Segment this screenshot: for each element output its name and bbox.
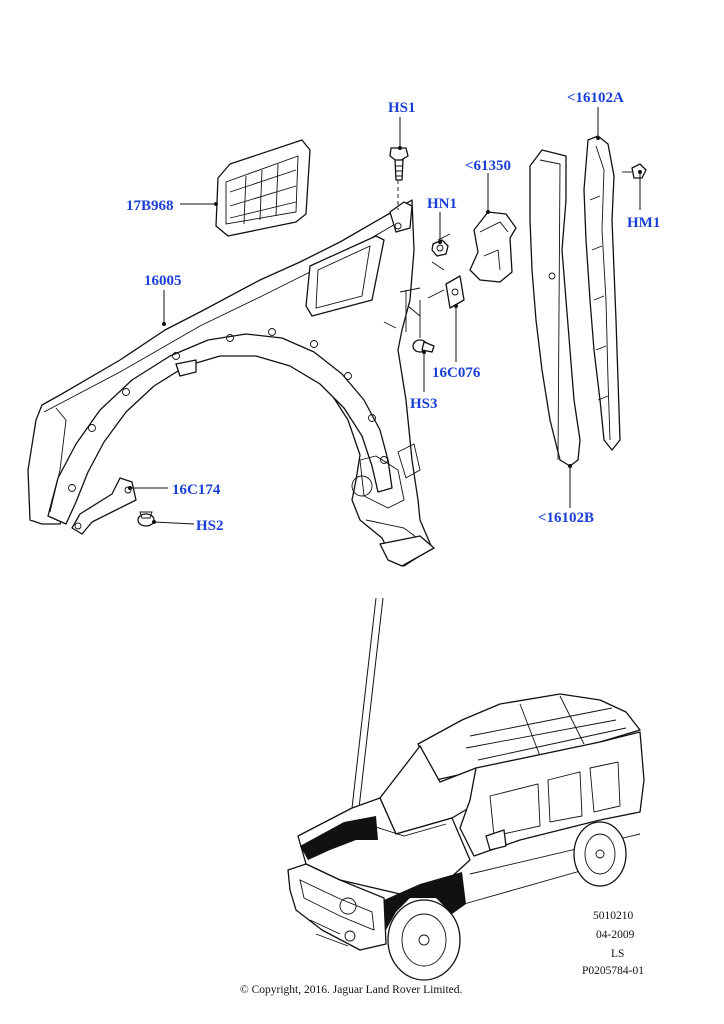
- bracket-61350: [469, 211, 517, 283]
- label-hm1: HM1: [627, 215, 660, 231]
- bracket-16c174: [71, 477, 137, 535]
- diagram-date: 04-2009: [596, 929, 635, 941]
- nut-hn1: [431, 239, 449, 257]
- label-16c174: 16C174: [172, 482, 221, 498]
- label-hn1: HN1: [427, 196, 457, 212]
- front-wheel: [387, 899, 461, 981]
- diagram-reference: P0205784-01: [582, 965, 644, 977]
- clip-16c076: [445, 275, 465, 309]
- screw-hs1: [389, 147, 409, 181]
- label-61350: <61350: [465, 158, 511, 174]
- seal-16102b: [529, 149, 581, 467]
- diagram-side: LS: [611, 948, 624, 960]
- vehicle-illustration: [287, 693, 645, 981]
- screw-hs2: [137, 511, 155, 527]
- clip-hm1: [622, 163, 647, 179]
- screw-hs3: [412, 339, 435, 353]
- label-16102b: <16102B: [538, 510, 594, 526]
- assembly-guide-lines: [383, 180, 451, 338]
- label-17b968: 17B968: [126, 198, 174, 214]
- side-vent-grille: [215, 139, 311, 237]
- label-16102a: <16102A: [567, 90, 624, 106]
- arch-fixing-holes: [68, 328, 388, 492]
- label-hs1: HS1: [388, 100, 416, 116]
- fender-panel: [27, 199, 435, 567]
- diagram-code: 5010210: [593, 910, 634, 922]
- location-pointer: [351, 597, 384, 809]
- leader-lines: [128, 107, 642, 525]
- label-16c076: 16C076: [432, 365, 481, 381]
- label-hs3: HS3: [410, 396, 438, 412]
- rear-wheel: [573, 821, 627, 887]
- label-hs2: HS2: [196, 518, 224, 534]
- copyright-notice: © Copyright, 2016. Jaguar Land Rover Lim…: [240, 984, 463, 996]
- seal-16102a: [583, 135, 621, 451]
- label-16005: 16005: [144, 273, 182, 289]
